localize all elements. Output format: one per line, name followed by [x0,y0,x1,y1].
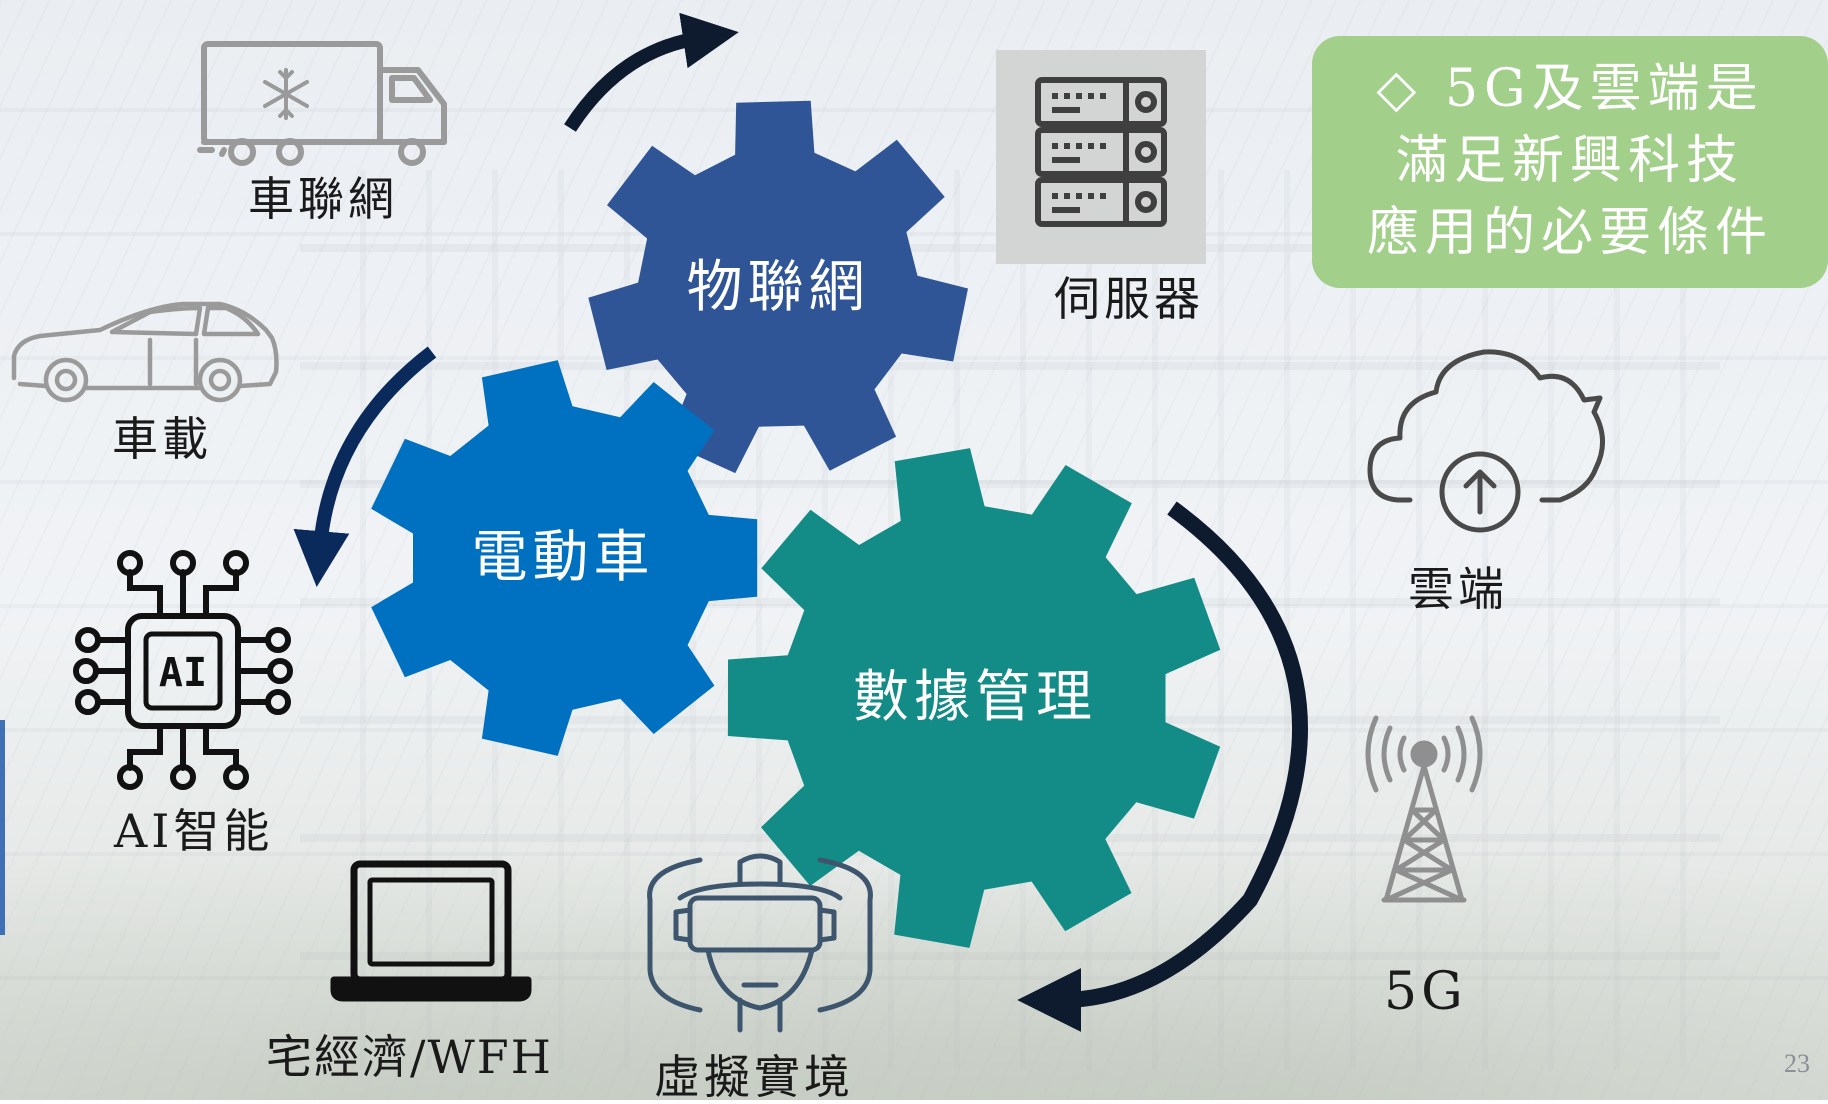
gear-label-data: 數據管理 [853,665,1097,730]
ai-chip-text: AI [159,650,207,696]
ai-chip-icon [73,550,293,790]
gear-iot [588,100,968,474]
gear-label-ev: 電動車 [471,525,655,590]
label-ai: AI智能 [114,804,274,858]
callout-line-1: ◇ 5G及雲端是 [1376,59,1764,120]
left-accent-bar [0,720,5,935]
label-laptop: 宅經濟/WFH [266,1030,553,1084]
label-truck: 車聯網 [248,172,398,226]
callout-box: ◇ 5G及雲端是 滿足新興科技 應用的必要條件 [1312,36,1828,288]
arrow-top [564,12,739,132]
laptop-icon [330,860,532,1002]
label-car: 車載 [112,412,212,466]
refrigerated-truck-icon [197,41,447,166]
arrow-left [293,346,437,588]
label-cloud: 雲端 [1408,562,1508,616]
arrow-right [1017,501,1308,1032]
gear-data [727,448,1221,948]
page-number: 23 [1784,1049,1810,1078]
label-vr: 虛擬實境 [654,1050,854,1104]
car-icon [11,301,279,403]
callout-line-3: 應用的必要條件 [1366,202,1773,263]
label-server: 伺服器 [1054,272,1204,326]
server-icon [996,50,1206,264]
callout-line-2: 滿足新興科技 [1395,131,1744,192]
vr-headset-icon [647,853,873,1033]
label-5g: 5G [1384,962,1467,1022]
gear-label-iot: 物聯網 [686,255,870,320]
gear-ev [371,360,758,756]
cloud-upload-icon [1367,349,1605,533]
antenna-tower-icon [1365,715,1483,903]
